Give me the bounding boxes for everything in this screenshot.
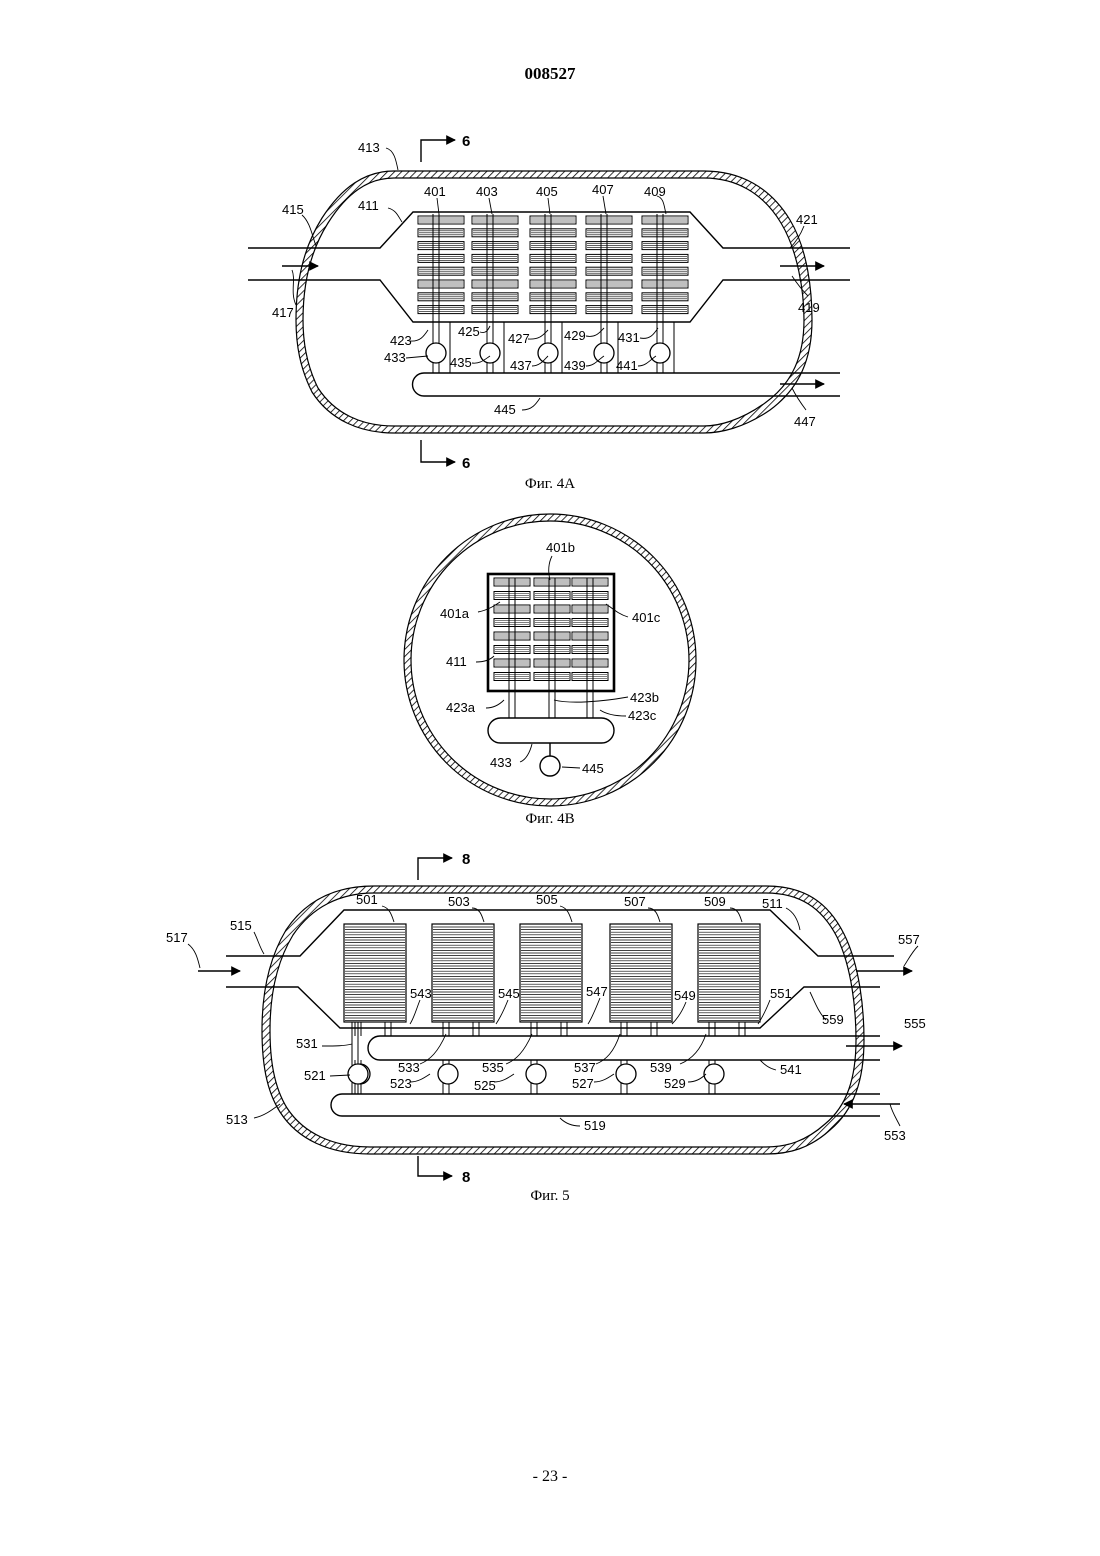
label-553: 553: [884, 1128, 906, 1143]
label-551: 551: [770, 986, 792, 1001]
valve: [538, 343, 558, 363]
section-label-top-5: 8: [462, 851, 470, 868]
label-429: 429: [564, 328, 586, 343]
label-417: 417: [272, 305, 294, 320]
section-label-bottom: 6: [462, 455, 470, 472]
label-519: 519: [584, 1118, 606, 1133]
valve: [426, 343, 446, 363]
valve: [594, 343, 614, 363]
label-401b: 401b: [546, 540, 575, 555]
label-441: 441: [616, 358, 638, 373]
label-411: 411: [358, 198, 379, 213]
label-401: 401: [424, 184, 446, 199]
label-405: 405: [536, 184, 558, 199]
label-413: 413: [358, 140, 380, 155]
figure-5: 8 8: [166, 851, 926, 1204]
label-541: 541: [780, 1062, 802, 1077]
caption-fig-5: Фиг. 5: [530, 1188, 569, 1204]
label-425: 425: [458, 324, 480, 339]
label-439: 439: [564, 358, 586, 373]
section-line-bottom-5: [418, 1156, 452, 1176]
valve: [526, 1064, 546, 1084]
figure-4a: 6 6 413 415 411 40: [248, 133, 850, 492]
label-503: 503: [448, 894, 470, 909]
label-547: 547: [586, 984, 608, 999]
label-507: 507: [624, 894, 646, 909]
section-label-top: 6: [462, 133, 470, 150]
valve: [704, 1064, 724, 1084]
label-533: 533: [398, 1060, 420, 1075]
figure-4b: 401b 401a 401c 411 423b 423a 423c 433 44…: [404, 514, 696, 827]
label-431: 431: [618, 330, 640, 345]
label-521: 521: [304, 1068, 326, 1083]
label-527: 527: [572, 1076, 594, 1091]
section-label-bottom-5: 8: [462, 1169, 470, 1186]
label-423c: 423c: [628, 708, 657, 723]
label-433: 433: [384, 350, 406, 365]
valve-521: [348, 1064, 368, 1084]
label-401a: 401a: [440, 606, 470, 621]
label-549: 549: [674, 988, 696, 1003]
label-445: 445: [494, 402, 516, 417]
valve: [480, 343, 500, 363]
label-447: 447: [794, 414, 816, 429]
label-445b: 445: [582, 761, 604, 776]
label-513: 513: [226, 1112, 248, 1127]
label-557: 557: [898, 932, 920, 947]
caption-fig-4a: Фиг. 4A: [525, 476, 575, 492]
label-423: 423: [390, 333, 412, 348]
label-517: 517: [166, 930, 188, 945]
label-511: 511: [762, 896, 783, 911]
pipe-445-section: [540, 756, 560, 776]
label-415: 415: [282, 202, 304, 217]
label-559: 559: [822, 1012, 844, 1027]
label-401c: 401c: [632, 610, 661, 625]
label-525: 525: [474, 1078, 496, 1093]
label-529: 529: [664, 1076, 686, 1091]
label-545: 545: [498, 986, 520, 1001]
label-409: 409: [644, 184, 666, 199]
label-423b: 423b: [630, 690, 659, 705]
section-line-bottom: [421, 440, 455, 462]
label-423a: 423a: [446, 700, 476, 715]
section-line-top: [421, 140, 455, 162]
page-footer: - 23 -: [0, 1468, 1100, 1486]
label-419: 419: [798, 300, 820, 315]
label-421: 421: [796, 212, 818, 227]
label-537: 537: [574, 1060, 596, 1075]
manifold-433: [488, 718, 614, 743]
valve: [616, 1064, 636, 1084]
label-505: 505: [536, 892, 558, 907]
label-509: 509: [704, 894, 726, 909]
caption-fig-4b: Фиг. 4B: [525, 811, 574, 827]
label-515: 515: [230, 918, 252, 933]
section-line-top-5: [418, 858, 452, 880]
label-531: 531: [296, 1036, 318, 1051]
label-403: 403: [476, 184, 498, 199]
label-543: 543: [410, 986, 432, 1001]
label-433b: 433: [490, 755, 512, 770]
label-555: 555: [904, 1016, 926, 1031]
label-407: 407: [592, 182, 614, 197]
valve: [438, 1064, 458, 1084]
label-411b: 411: [446, 654, 467, 669]
label-437: 437: [510, 358, 532, 373]
valve: [650, 343, 670, 363]
label-535: 535: [482, 1060, 504, 1075]
label-435: 435: [450, 355, 472, 370]
label-501: 501: [356, 892, 378, 907]
label-523: 523: [390, 1076, 412, 1091]
label-427: 427: [508, 331, 530, 346]
label-539: 539: [650, 1060, 672, 1075]
